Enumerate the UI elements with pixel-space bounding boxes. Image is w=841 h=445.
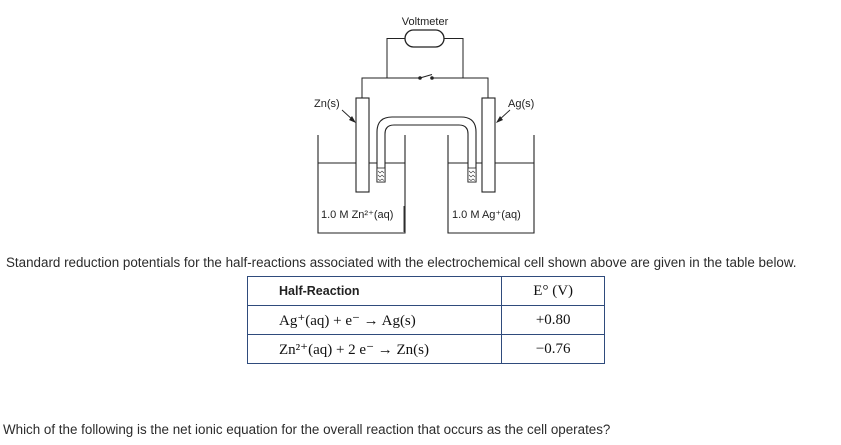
silver-electrode [481,97,496,193]
header-standard-potential: E° (V) [501,276,605,306]
zinc-electrode [355,97,370,193]
zinc-solution-label: 1.0 M Zn²⁺(aq) [321,209,393,221]
switch-icon [418,74,434,80]
table-header-row: Half-Reaction E° (V) [246,276,605,306]
silver-pointer-arrow [496,109,511,123]
salt-bridge [376,116,477,183]
zinc-pointer-arrow [341,109,356,123]
left-bridge-plug [376,167,386,183]
potential-silver: +0.80 [501,305,605,335]
right-beaker [447,135,535,234]
table-row: Zn²⁺(aq) + 2 e⁻ → Zn(s) −0.76 [246,334,605,364]
zinc-electrode-label: Zn(s) [314,98,340,110]
electrochemical-cell-diagram: Voltmeter Zn(s) Ag(s) 1.0 M Zn²⁺(aq) 1.0… [314,16,535,234]
header-half-reaction: Half-Reaction [246,276,503,306]
half-reaction-zinc: Zn²⁺(aq) + 2 e⁻ → Zn(s) [246,334,503,364]
voltmeter-label: Voltmeter [402,16,449,28]
reduction-potential-table: Half-Reaction E° (V) Ag⁺(aq) + e⁻ → Ag(s… [246,276,605,364]
voltmeter-symbol [404,29,445,48]
circuit-wire [361,77,489,98]
left-beaker [317,135,406,234]
table-caption: Standard reduction potentials for the ha… [6,255,797,270]
right-bridge-plug [467,167,477,183]
question-text: Which of the following is the net ionic … [3,422,611,437]
reduction-potential-table-wrapper: Half-Reaction E° (V) Ag⁺(aq) + e⁻ → Ag(s… [246,276,605,364]
silver-electrode-label: Ag(s) [508,98,534,110]
voltmeter-wire [386,38,464,78]
potential-zinc: −0.76 [501,334,605,364]
silver-solution-label: 1.0 M Ag⁺(aq) [452,209,521,221]
table-row: Ag⁺(aq) + e⁻ → Ag(s) +0.80 [246,305,605,335]
half-reaction-silver: Ag⁺(aq) + e⁻ → Ag(s) [246,305,503,335]
